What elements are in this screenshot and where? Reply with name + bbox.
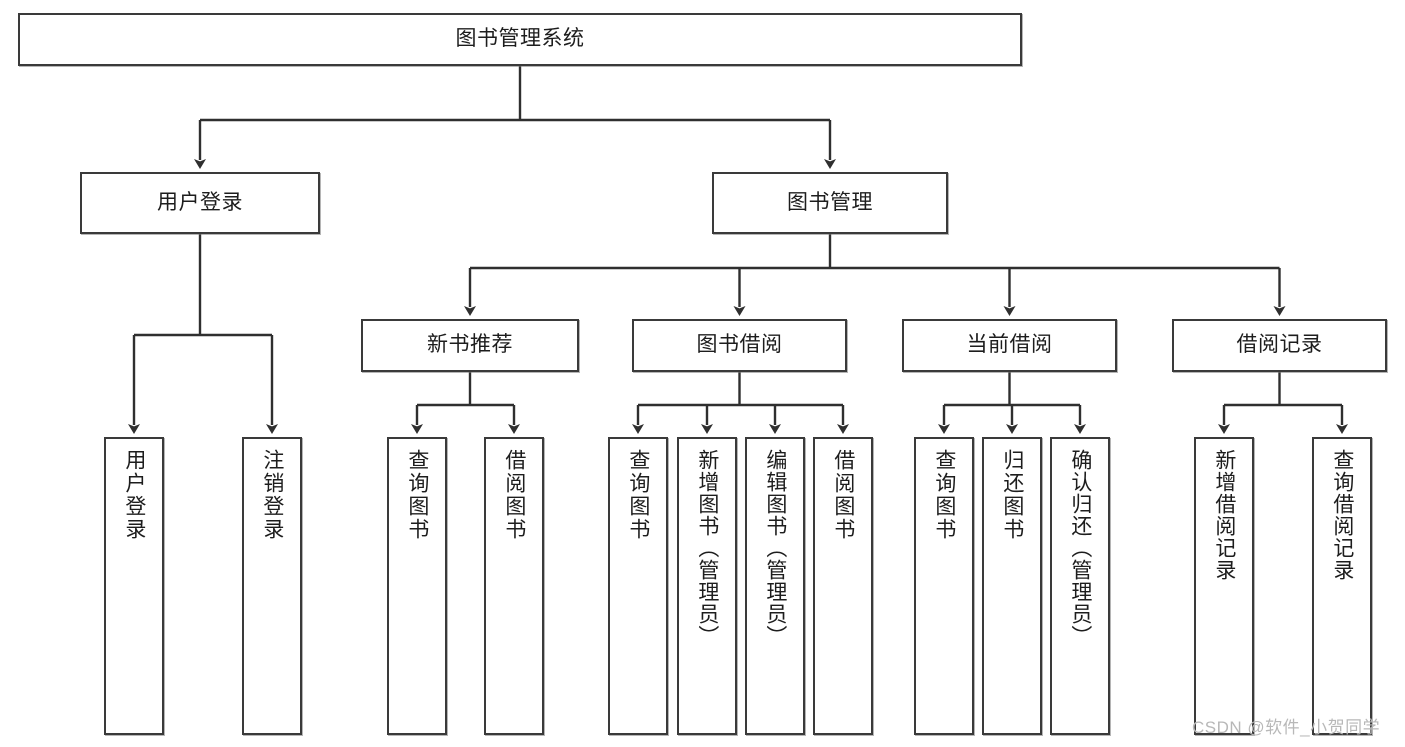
node-label: 图书管理 [787,190,873,214]
node-leaf-user-logout[interactable]: 注销登录 [242,437,302,735]
node-book-manage[interactable]: 图书管理 [712,172,948,234]
node-label: 借阅图书 [831,449,855,541]
node-leaf-add-book[interactable]: 新增图书（管理员） [677,437,737,735]
node-book-borrow[interactable]: 图书借阅 [632,319,847,372]
node-label: 用户登录 [157,190,243,214]
node-borrow-record[interactable]: 借阅记录 [1172,319,1387,372]
node-label: 新增借阅记录 [1212,449,1236,581]
node-leaf-confirm-return[interactable]: 确认归还（管理员） [1050,437,1110,735]
node-label: 编辑图书（管理员） [763,449,787,647]
node-label: 借阅记录 [1236,333,1323,357]
csdn-watermark: CSDN @软件_小贺同学 [1192,718,1381,737]
node-leaf-borrow-book-1[interactable]: 借阅图书 [484,437,544,735]
node-root[interactable]: 图书管理系统 [18,13,1022,66]
node-leaf-borrow-book-2[interactable]: 借阅图书 [813,437,873,735]
node-label: 新书推荐 [427,333,513,357]
node-label: 当前借阅 [966,333,1053,357]
node-label: 归还图书 [1000,449,1024,541]
node-label: 新增图书（管理员） [695,449,719,647]
node-label: 借阅图书 [502,449,526,541]
node-label: 图书借阅 [696,333,783,357]
node-leaf-add-record[interactable]: 新增借阅记录 [1194,437,1254,735]
node-leaf-query-book-2[interactable]: 查询图书 [608,437,668,735]
node-label: 查询图书 [626,449,650,541]
node-label: 查询借阅记录 [1330,449,1354,581]
node-leaf-edit-book[interactable]: 编辑图书（管理员） [745,437,805,735]
node-label: 注销登录 [260,449,284,541]
node-leaf-user-login[interactable]: 用户登录 [104,437,164,735]
node-new-book-recommend[interactable]: 新书推荐 [361,319,579,372]
node-label: 用户登录 [122,449,146,541]
node-label: 查询图书 [932,449,956,541]
node-current-borrow[interactable]: 当前借阅 [902,319,1117,372]
node-leaf-query-record[interactable]: 查询借阅记录 [1312,437,1372,735]
node-leaf-query-book-3[interactable]: 查询图书 [914,437,974,735]
node-label: 图书管理系统 [455,27,585,51]
node-user-login[interactable]: 用户登录 [80,172,320,234]
node-label: 查询图书 [405,449,429,541]
node-leaf-query-book-1[interactable]: 查询图书 [387,437,447,735]
node-label: 确认归还（管理员） [1068,449,1092,647]
node-leaf-return-book[interactable]: 归还图书 [982,437,1042,735]
